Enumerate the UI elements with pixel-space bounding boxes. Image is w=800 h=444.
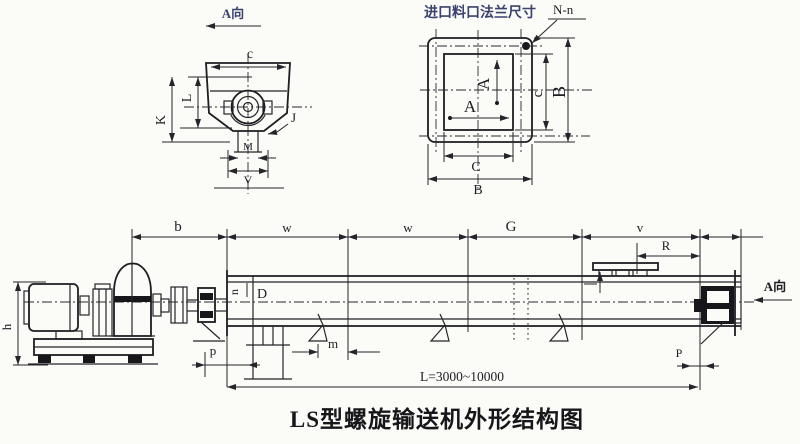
motor-foot <box>55 330 83 340</box>
dim-label-p: p <box>210 343 217 358</box>
coupling-spacer <box>160 298 170 313</box>
dim-label-C-bottom: C <box>471 160 480 175</box>
dim-label-n: n <box>227 289 241 295</box>
dim-label-A-vertical: A <box>474 77 493 90</box>
end-block-brace <box>200 321 221 340</box>
bearing-lug-right <box>262 100 273 115</box>
inlet-port-flange <box>592 262 659 271</box>
trough-section-outline <box>205 62 291 132</box>
dim-label-m: m <box>328 336 338 351</box>
support-3 <box>548 313 569 342</box>
bolt-hole-dot <box>522 42 530 50</box>
dim-label-D: D <box>257 287 267 302</box>
end-bracket <box>700 321 725 345</box>
base-foot-2 <box>83 355 95 363</box>
dim-label-b: b <box>174 219 182 235</box>
inlet-port-rib-2 <box>615 269 630 277</box>
coupling-2 <box>152 293 162 317</box>
dim-label-B-right: B <box>549 86 569 98</box>
dim-label-B-bottom: B <box>473 183 482 198</box>
shaft-end-block-fill-bottom <box>200 311 213 318</box>
base-foot-3 <box>128 355 142 363</box>
support-1 <box>307 313 328 342</box>
flange-coupling <box>170 286 188 324</box>
dim-label-L: L <box>180 94 195 103</box>
length-note: L=3000~10000 <box>420 369 504 384</box>
dim-label-K: K <box>154 115 169 125</box>
dim-label-c-inner: c <box>530 90 546 97</box>
shaft-end-block <box>197 287 216 323</box>
dim-label-A-horizontal: A <box>464 97 477 116</box>
coupling-1 <box>79 295 90 316</box>
bearing-lug-left <box>223 100 234 115</box>
flange-bolt-note: N-n <box>553 2 574 17</box>
dim-label-M: M <box>243 141 253 153</box>
section-view-label: A向 <box>222 6 244 21</box>
dim-label-P: P <box>676 346 683 360</box>
dim-label-R: R <box>662 238 671 253</box>
dim-label-w1: w <box>282 220 292 235</box>
support-2 <box>429 313 450 342</box>
bearing-stand-cap <box>94 283 111 290</box>
section-view: A向 c L K J M V <box>154 6 312 194</box>
flange-view: 进口料口法兰尺寸 N-n A A c B C B <box>419 2 592 198</box>
dim-label-V: V <box>244 173 253 187</box>
motor-body <box>28 283 79 332</box>
inlet-port-rib-3 <box>632 269 648 277</box>
gearbox-body <box>113 262 152 337</box>
bolt-leader <box>531 19 558 44</box>
shaft-end-block-fill-top <box>200 293 213 300</box>
dim-label-h: h <box>0 323 14 330</box>
trough-bottom-arc <box>230 114 266 127</box>
dim-label-G: G <box>506 219 517 235</box>
end-bearing-housing <box>694 286 742 345</box>
base-foot-1 <box>38 355 51 363</box>
flange-opening-square <box>443 53 514 131</box>
dim-label-w2: w <box>403 220 413 235</box>
main-view: b w w G v n D <box>24 219 792 390</box>
dim-label-J: J <box>291 110 296 125</box>
dim-label-v: v <box>637 220 644 235</box>
drawing-caption: LS型螺旋输送机外形结构图 <box>289 407 585 432</box>
drive-assembly: h <box>0 262 227 366</box>
flange-title: 进口料口法兰尺寸 <box>424 4 536 21</box>
leader-J <box>267 123 289 135</box>
main-view-label: A向 <box>764 279 786 294</box>
bearing-stand <box>92 288 113 337</box>
dim-label-c: c <box>247 47 253 62</box>
motor-fan-cover <box>23 290 30 325</box>
